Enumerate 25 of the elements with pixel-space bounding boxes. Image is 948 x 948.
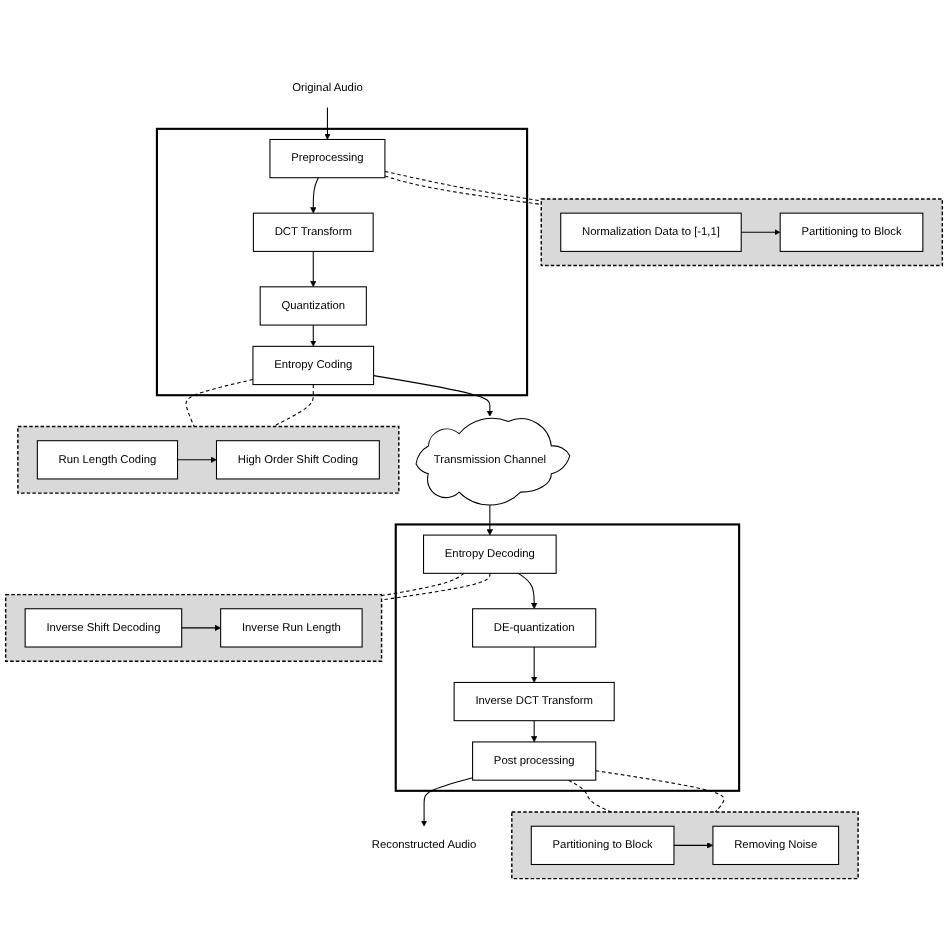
cluster bbox=[394, 523, 741, 792]
arrow bbox=[531, 646, 538, 683]
arrow bbox=[373, 375, 493, 417]
connector bbox=[185, 378, 254, 428]
connector bbox=[381, 572, 465, 597]
connector bbox=[381, 572, 491, 601]
arrow bbox=[486, 502, 493, 536]
cluster bbox=[511, 811, 859, 880]
arrow bbox=[517, 572, 538, 610]
arrow bbox=[324, 107, 331, 140]
arrow bbox=[310, 324, 317, 347]
connector bbox=[272, 384, 314, 428]
cluster bbox=[17, 425, 400, 494]
cluster bbox=[155, 127, 529, 397]
cluster bbox=[4, 593, 383, 662]
arrow bbox=[531, 720, 538, 743]
cluster bbox=[540, 198, 944, 267]
arrow bbox=[420, 777, 474, 827]
arrow bbox=[181, 624, 221, 631]
connector bbox=[595, 770, 725, 813]
arrow bbox=[310, 250, 317, 288]
arrow bbox=[673, 842, 714, 849]
arrow bbox=[310, 177, 319, 214]
arrow bbox=[740, 229, 781, 236]
arrow bbox=[177, 456, 217, 463]
